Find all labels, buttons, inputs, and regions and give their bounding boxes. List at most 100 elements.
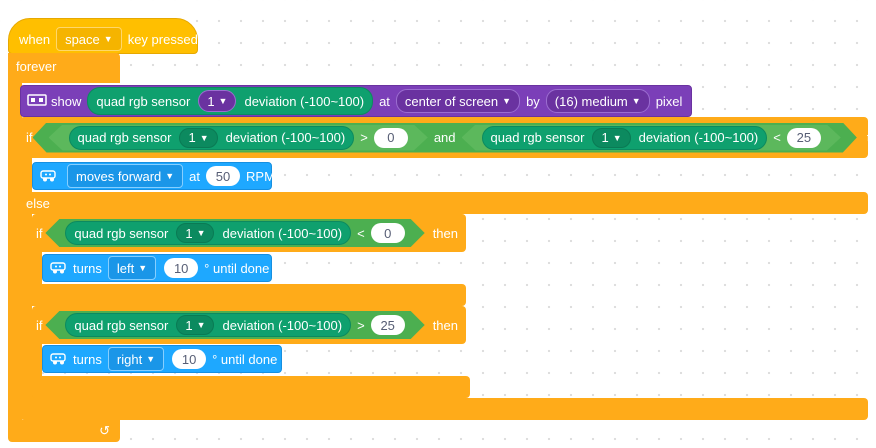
sensor-port-dropdown[interactable]: 1▼ xyxy=(179,128,217,148)
show-sensor-value-block[interactable]: show quad rgb sensor 1▼ deviation (-100~… xyxy=(20,85,692,117)
and-label: and xyxy=(433,130,456,145)
sensor-field: deviation (-100~100) xyxy=(244,93,365,109)
dropdown-caret-icon: ▼ xyxy=(502,96,512,106)
sensor-port-dropdown[interactable]: 1▼ xyxy=(176,223,214,243)
dropdown-caret-icon: ▼ xyxy=(612,132,622,143)
then-label: then xyxy=(432,317,458,333)
sensor-reporter[interactable]: quad rgb sensor 1▼ deviation (-100~100) xyxy=(69,126,355,150)
robot-icon xyxy=(49,260,69,277)
port-value: 1 xyxy=(188,130,196,145)
until-done-label: ° until done xyxy=(204,260,270,276)
sensor-field: deviation (-100~100) xyxy=(222,317,343,333)
and-operator[interactable]: quad rgb sensor 1▼ deviation (-100~100) … xyxy=(33,123,857,153)
if-block-left-arm xyxy=(32,250,42,306)
turns-right-block[interactable]: turns right▼ 10 ° until done xyxy=(42,345,282,373)
pixel-label: pixel xyxy=(655,93,683,109)
moves-forward-block[interactable]: moves forward▼ at 50 RPM xyxy=(32,162,275,190)
degrees-input[interactable]: 10 xyxy=(172,349,207,369)
port-value: 1 xyxy=(601,130,609,145)
sensor-reporter[interactable]: quad rgb sensor 1▼ deviation (-100~100) xyxy=(87,87,374,115)
number-input[interactable]: 25 xyxy=(787,128,821,148)
sensor-name: quad rgb sensor xyxy=(490,130,585,145)
turn-direction-value: right xyxy=(116,351,143,367)
robot-icon xyxy=(39,168,59,185)
hat-key-pressed-label: key pressed xyxy=(127,31,198,47)
loop-arrow-icon: ↺ xyxy=(99,423,110,438)
robot-icon xyxy=(49,351,69,368)
move-direction-dropdown[interactable]: moves forward▼ xyxy=(67,164,184,188)
show-label: show xyxy=(51,93,82,109)
position-dropdown[interactable]: center of screen▼ xyxy=(395,89,521,113)
sensor-port-dropdown[interactable]: 1▼ xyxy=(592,128,630,148)
sensor-name: quad rgb sensor xyxy=(74,317,169,333)
move-action-value: moves forward xyxy=(76,168,162,184)
position-value: center of screen xyxy=(404,93,499,109)
sensor-name: quad rgb sensor xyxy=(77,130,172,145)
else-label: else xyxy=(26,195,50,211)
if-label: if xyxy=(36,317,43,333)
greater-than-operator[interactable]: quad rgb sensor 1▼ deviation (-100~100) … xyxy=(45,311,424,339)
greater-than-operator[interactable]: quad rgb sensor 1▼ deviation (-100~100) … xyxy=(49,125,428,151)
sensor-reporter[interactable]: quad rgb sensor 1▼ deviation (-100~100) xyxy=(65,221,351,245)
sensor-name: quad rgb sensor xyxy=(96,93,191,109)
if-block-right-header[interactable]: if quad rgb sensor 1▼ deviation (-100~10… xyxy=(32,306,466,344)
else-band: else xyxy=(20,192,868,214)
turns-left-block[interactable]: turns left▼ 10 ° until done xyxy=(42,254,272,282)
display-icon xyxy=(27,93,47,109)
if-block-right-bottom xyxy=(32,376,470,398)
less-than-operator[interactable]: quad rgb sensor 1▼ deviation (-100~100) … xyxy=(462,125,841,151)
sensor-reporter[interactable]: quad rgb sensor 1▼ deviation (-100~100) xyxy=(65,313,351,337)
turn-direction-dropdown[interactable]: left▼ xyxy=(107,256,157,280)
dropdown-caret-icon: ▼ xyxy=(196,228,206,238)
forever-label: forever xyxy=(16,59,57,74)
sensor-port-dropdown[interactable]: 1▼ xyxy=(198,90,237,112)
key-dropdown[interactable]: space▼ xyxy=(56,27,122,51)
port-value: 1 xyxy=(185,225,193,241)
forever-block-top[interactable]: forever xyxy=(8,53,120,83)
if-label: if xyxy=(26,130,33,145)
less-than-operator[interactable]: quad rgb sensor 1▼ deviation (-100~100) … xyxy=(45,219,424,247)
operator-symbol: < xyxy=(357,225,365,241)
sensor-field: deviation (-100~100) xyxy=(225,130,346,145)
dropdown-caret-icon: ▼ xyxy=(196,320,206,330)
turns-label: turns xyxy=(73,260,102,276)
if-block-right-arm xyxy=(32,342,42,398)
when-key-pressed-block[interactable]: when space▼ key pressed xyxy=(8,18,198,54)
turn-direction-value: left xyxy=(116,260,135,276)
operator-symbol: > xyxy=(360,130,368,145)
sensor-reporter[interactable]: quad rgb sensor 1▼ deviation (-100~100) xyxy=(482,126,768,150)
operator-symbol: > xyxy=(357,317,365,333)
port-value: 1 xyxy=(185,317,193,333)
degrees-input[interactable]: 10 xyxy=(164,258,199,278)
sensor-name: quad rgb sensor xyxy=(74,225,169,241)
if-else-block-bottom xyxy=(20,398,868,420)
turns-label: turns xyxy=(73,351,102,367)
forever-block-bottom[interactable]: ↺ xyxy=(8,420,120,442)
size-value: (16) medium xyxy=(554,93,628,109)
forever-block-arm xyxy=(8,82,22,422)
port-value: 1 xyxy=(207,93,215,109)
sensor-field: deviation (-100~100) xyxy=(222,225,343,241)
rpm-label: RPM xyxy=(246,168,275,184)
key-value: space xyxy=(65,31,100,47)
then-label: then xyxy=(866,130,876,145)
if-block-left-header[interactable]: if quad rgb sensor 1▼ deviation (-100~10… xyxy=(32,214,466,252)
dropdown-caret-icon: ▼ xyxy=(631,96,641,106)
at-label: at xyxy=(189,168,201,184)
size-dropdown[interactable]: (16) medium▼ xyxy=(545,89,650,113)
sensor-field: deviation (-100~100) xyxy=(638,130,759,145)
turn-direction-dropdown[interactable]: right▼ xyxy=(107,347,165,371)
dropdown-caret-icon: ▼ xyxy=(199,132,209,143)
sensor-port-dropdown[interactable]: 1▼ xyxy=(176,315,214,335)
speed-input[interactable]: 50 xyxy=(206,166,241,186)
if-block-left-bottom xyxy=(32,284,466,306)
if-else-block-header[interactable]: if quad rgb sensor 1▼ deviation (-100~10… xyxy=(20,117,876,158)
operator-symbol: < xyxy=(773,130,781,145)
dropdown-caret-icon: ▼ xyxy=(138,263,148,273)
number-input[interactable]: 25 xyxy=(371,315,405,335)
dropdown-caret-icon: ▼ xyxy=(165,171,175,181)
dropdown-caret-icon: ▼ xyxy=(103,34,113,44)
if-else-block-arm xyxy=(20,156,32,404)
number-input[interactable]: 0 xyxy=(371,223,405,243)
number-input[interactable]: 0 xyxy=(374,128,408,148)
